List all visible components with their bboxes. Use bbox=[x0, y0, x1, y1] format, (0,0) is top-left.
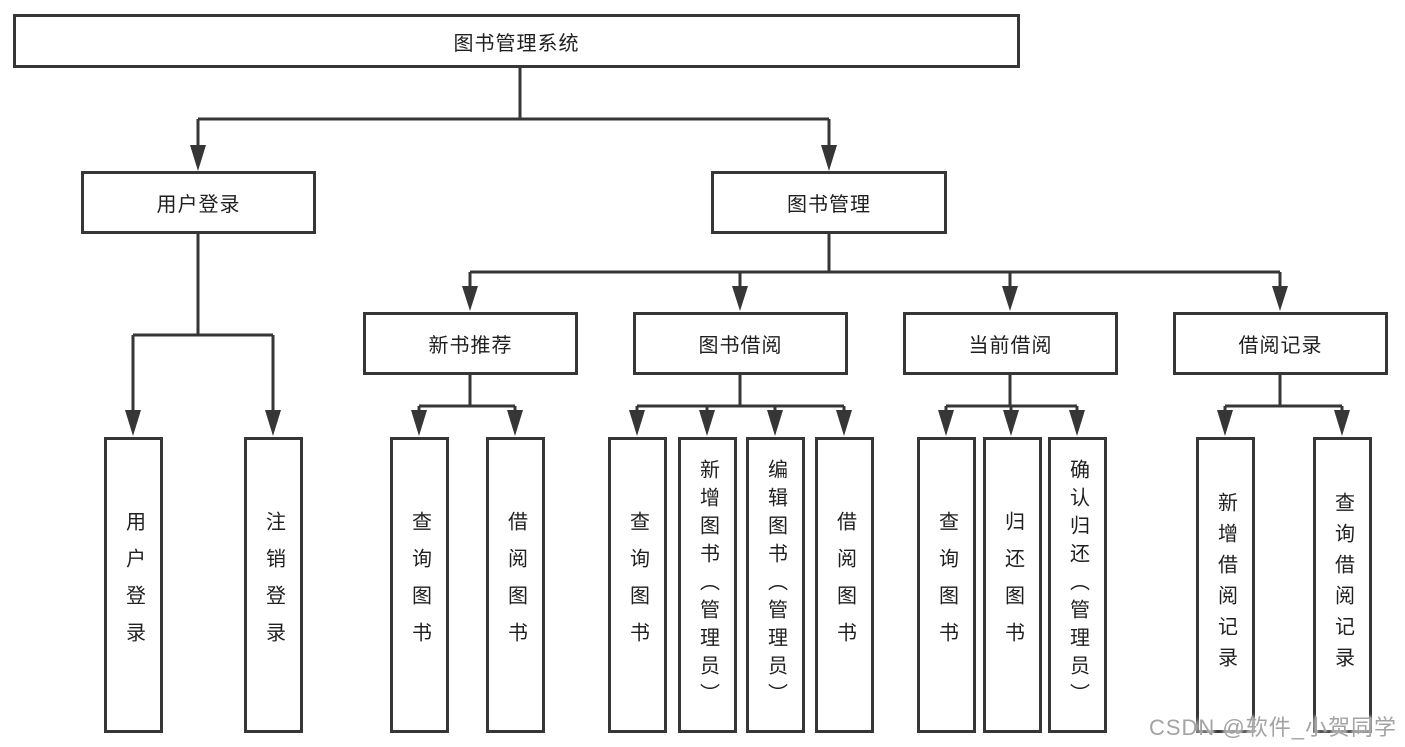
node-book-management-branch: 图书管理 bbox=[711, 171, 947, 234]
node-leaf-return-book: 归还图书 bbox=[983, 437, 1042, 733]
connector-book-borrow-to-leaves bbox=[635, 375, 846, 412]
connector-user-login-to-leaves bbox=[131, 234, 275, 412]
connector-current-borrow-to-leaves bbox=[944, 375, 1079, 412]
connector-root-to-level2 bbox=[196, 68, 831, 147]
connector-borrow-records-to-leaves bbox=[1223, 375, 1344, 412]
node-user-login-branch-label: 用户登录 bbox=[156, 194, 241, 216]
arrowheads-book-borrow-leaves bbox=[629, 410, 852, 436]
node-book-management-branch-label: 图书管理 bbox=[787, 194, 871, 216]
node-leaf-confirm-return-admin-label: 确认归还（管理员） bbox=[1066, 459, 1089, 711]
connector-book-mgmt-to-level3 bbox=[468, 234, 1282, 287]
node-new-book-recommend: 新书推荐 bbox=[363, 312, 578, 375]
node-book-borrow-label: 图书借阅 bbox=[698, 335, 783, 357]
node-leaf-borrow-book-borrow: 借阅图书 bbox=[815, 437, 874, 733]
node-borrow-records: 借阅记录 bbox=[1173, 312, 1388, 375]
node-leaf-add-borrow-record: 新增借阅记录 bbox=[1196, 437, 1255, 733]
node-leaf-add-book-admin-label: 新增图书（管理员） bbox=[696, 459, 719, 711]
node-current-borrow-label: 当前借阅 bbox=[968, 335, 1053, 357]
node-leaf-borrow-book-recommend: 借阅图书 bbox=[486, 437, 545, 733]
node-user-login-branch: 用户登录 bbox=[81, 171, 316, 234]
node-leaf-user-login: 用户登录 bbox=[104, 437, 163, 733]
node-book-borrow: 图书借阅 bbox=[633, 312, 848, 375]
node-leaf-query-book-current-label: 查询图书 bbox=[935, 511, 958, 659]
node-leaf-borrow-book-recommend-label: 借阅图书 bbox=[504, 511, 527, 659]
arrowheads-current-borrow-leaves bbox=[938, 410, 1085, 436]
node-new-book-recommend-label: 新书推荐 bbox=[428, 335, 513, 357]
node-leaf-query-book-recommend: 查询图书 bbox=[390, 437, 449, 733]
node-leaf-edit-book-admin-label: 编辑图书（管理员） bbox=[764, 459, 787, 711]
node-leaf-edit-book-admin: 编辑图书（管理员） bbox=[746, 437, 805, 733]
connector-new-book-to-leaves bbox=[417, 375, 517, 412]
node-root-label: 图书管理系统 bbox=[453, 32, 580, 55]
node-leaf-query-book-current: 查询图书 bbox=[917, 437, 976, 733]
arrowheads-new-book-leaves bbox=[411, 410, 523, 436]
arrowheads-level3 bbox=[462, 286, 1288, 311]
node-leaf-return-book-label: 归还图书 bbox=[1001, 511, 1024, 659]
node-borrow-records-label: 借阅记录 bbox=[1238, 335, 1323, 357]
node-leaf-query-book-recommend-label: 查询图书 bbox=[408, 511, 431, 659]
arrowheads-level2 bbox=[190, 145, 837, 171]
csdn-watermark: CSDN @软件_小贺同学 bbox=[1148, 715, 1397, 740]
arrowheads-borrow-records-leaves bbox=[1217, 410, 1350, 436]
node-leaf-logout-label: 注销登录 bbox=[262, 511, 285, 659]
node-root: 图书管理系统 bbox=[13, 14, 1020, 68]
node-leaf-user-login-label: 用户登录 bbox=[122, 511, 145, 659]
node-leaf-query-book-borrow-label: 查询图书 bbox=[626, 511, 649, 659]
node-leaf-add-borrow-record-label: 新增借阅记录 bbox=[1214, 492, 1237, 678]
node-leaf-confirm-return-admin: 确认归还（管理员） bbox=[1048, 437, 1107, 733]
arrowheads-user-login-leaves bbox=[125, 410, 281, 436]
node-leaf-logout: 注销登录 bbox=[244, 437, 303, 733]
node-current-borrow: 当前借阅 bbox=[903, 312, 1118, 375]
node-leaf-query-borrow-record: 查询借阅记录 bbox=[1313, 437, 1372, 733]
node-leaf-borrow-book-borrow-label: 借阅图书 bbox=[833, 511, 856, 659]
node-leaf-add-book-admin: 新增图书（管理员） bbox=[678, 437, 737, 733]
node-leaf-query-book-borrow: 查询图书 bbox=[608, 437, 667, 733]
node-leaf-query-borrow-record-label: 查询借阅记录 bbox=[1331, 492, 1354, 678]
